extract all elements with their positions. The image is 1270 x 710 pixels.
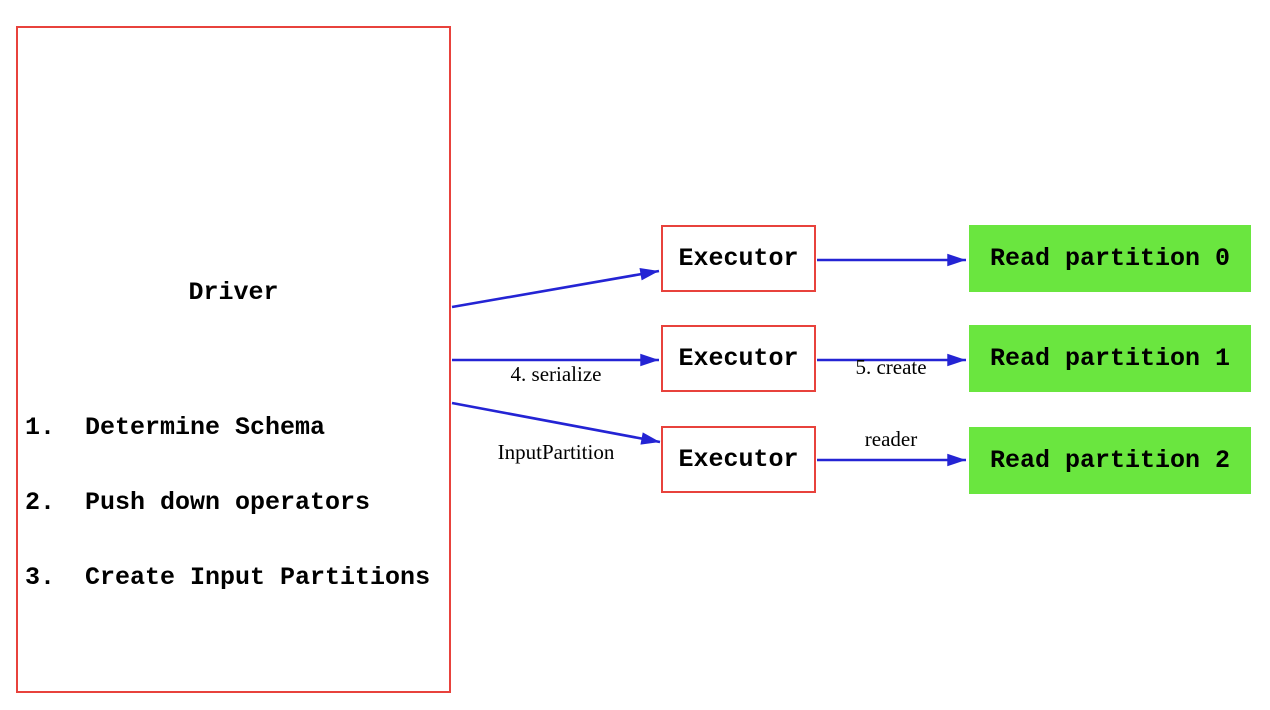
executor-box-1: Executor [661, 325, 816, 392]
driver-step-3: 3. Create Input Partitions [25, 563, 431, 592]
read-partition-label-2: Read partition 2 [989, 446, 1231, 475]
serialize-inputpartition-label: 4. serialize InputPartition [446, 309, 666, 517]
executor-box-2: Executor [661, 426, 816, 493]
driver-step-1: 1. Determine Schema [25, 413, 326, 442]
executor-label-1: Executor [678, 344, 799, 373]
executor-label-2: Executor [678, 445, 799, 474]
read-partition-label-0: Read partition 0 [989, 244, 1231, 273]
create-reader-label-line2: reader [864, 427, 918, 451]
arrow-driver-to-executor-0 [451, 268, 660, 309]
executor-label-0: Executor [678, 244, 799, 273]
read-partition-box-2: Read partition 2 [969, 427, 1251, 494]
serialize-label-line2: InputPartition [497, 440, 615, 464]
driver-steps: 1. Determine Schema 2. Push down operato… [25, 365, 430, 640]
read-partition-box-1: Read partition 1 [969, 325, 1251, 392]
serialize-label-line1: 4. serialize [510, 362, 602, 386]
create-reader-label-line1: 5. create [855, 355, 927, 379]
driver-step-2: 2. Push down operators [25, 488, 371, 517]
executor-box-0: Executor [661, 225, 816, 292]
read-partition-box-0: Read partition 0 [969, 225, 1251, 292]
create-reader-label: 5. create reader [791, 307, 991, 499]
read-partition-label-1: Read partition 1 [989, 344, 1231, 373]
driver-title: Driver [188, 278, 279, 307]
driver-box: Driver 1. Determine Schema 2. Push down … [16, 26, 451, 693]
